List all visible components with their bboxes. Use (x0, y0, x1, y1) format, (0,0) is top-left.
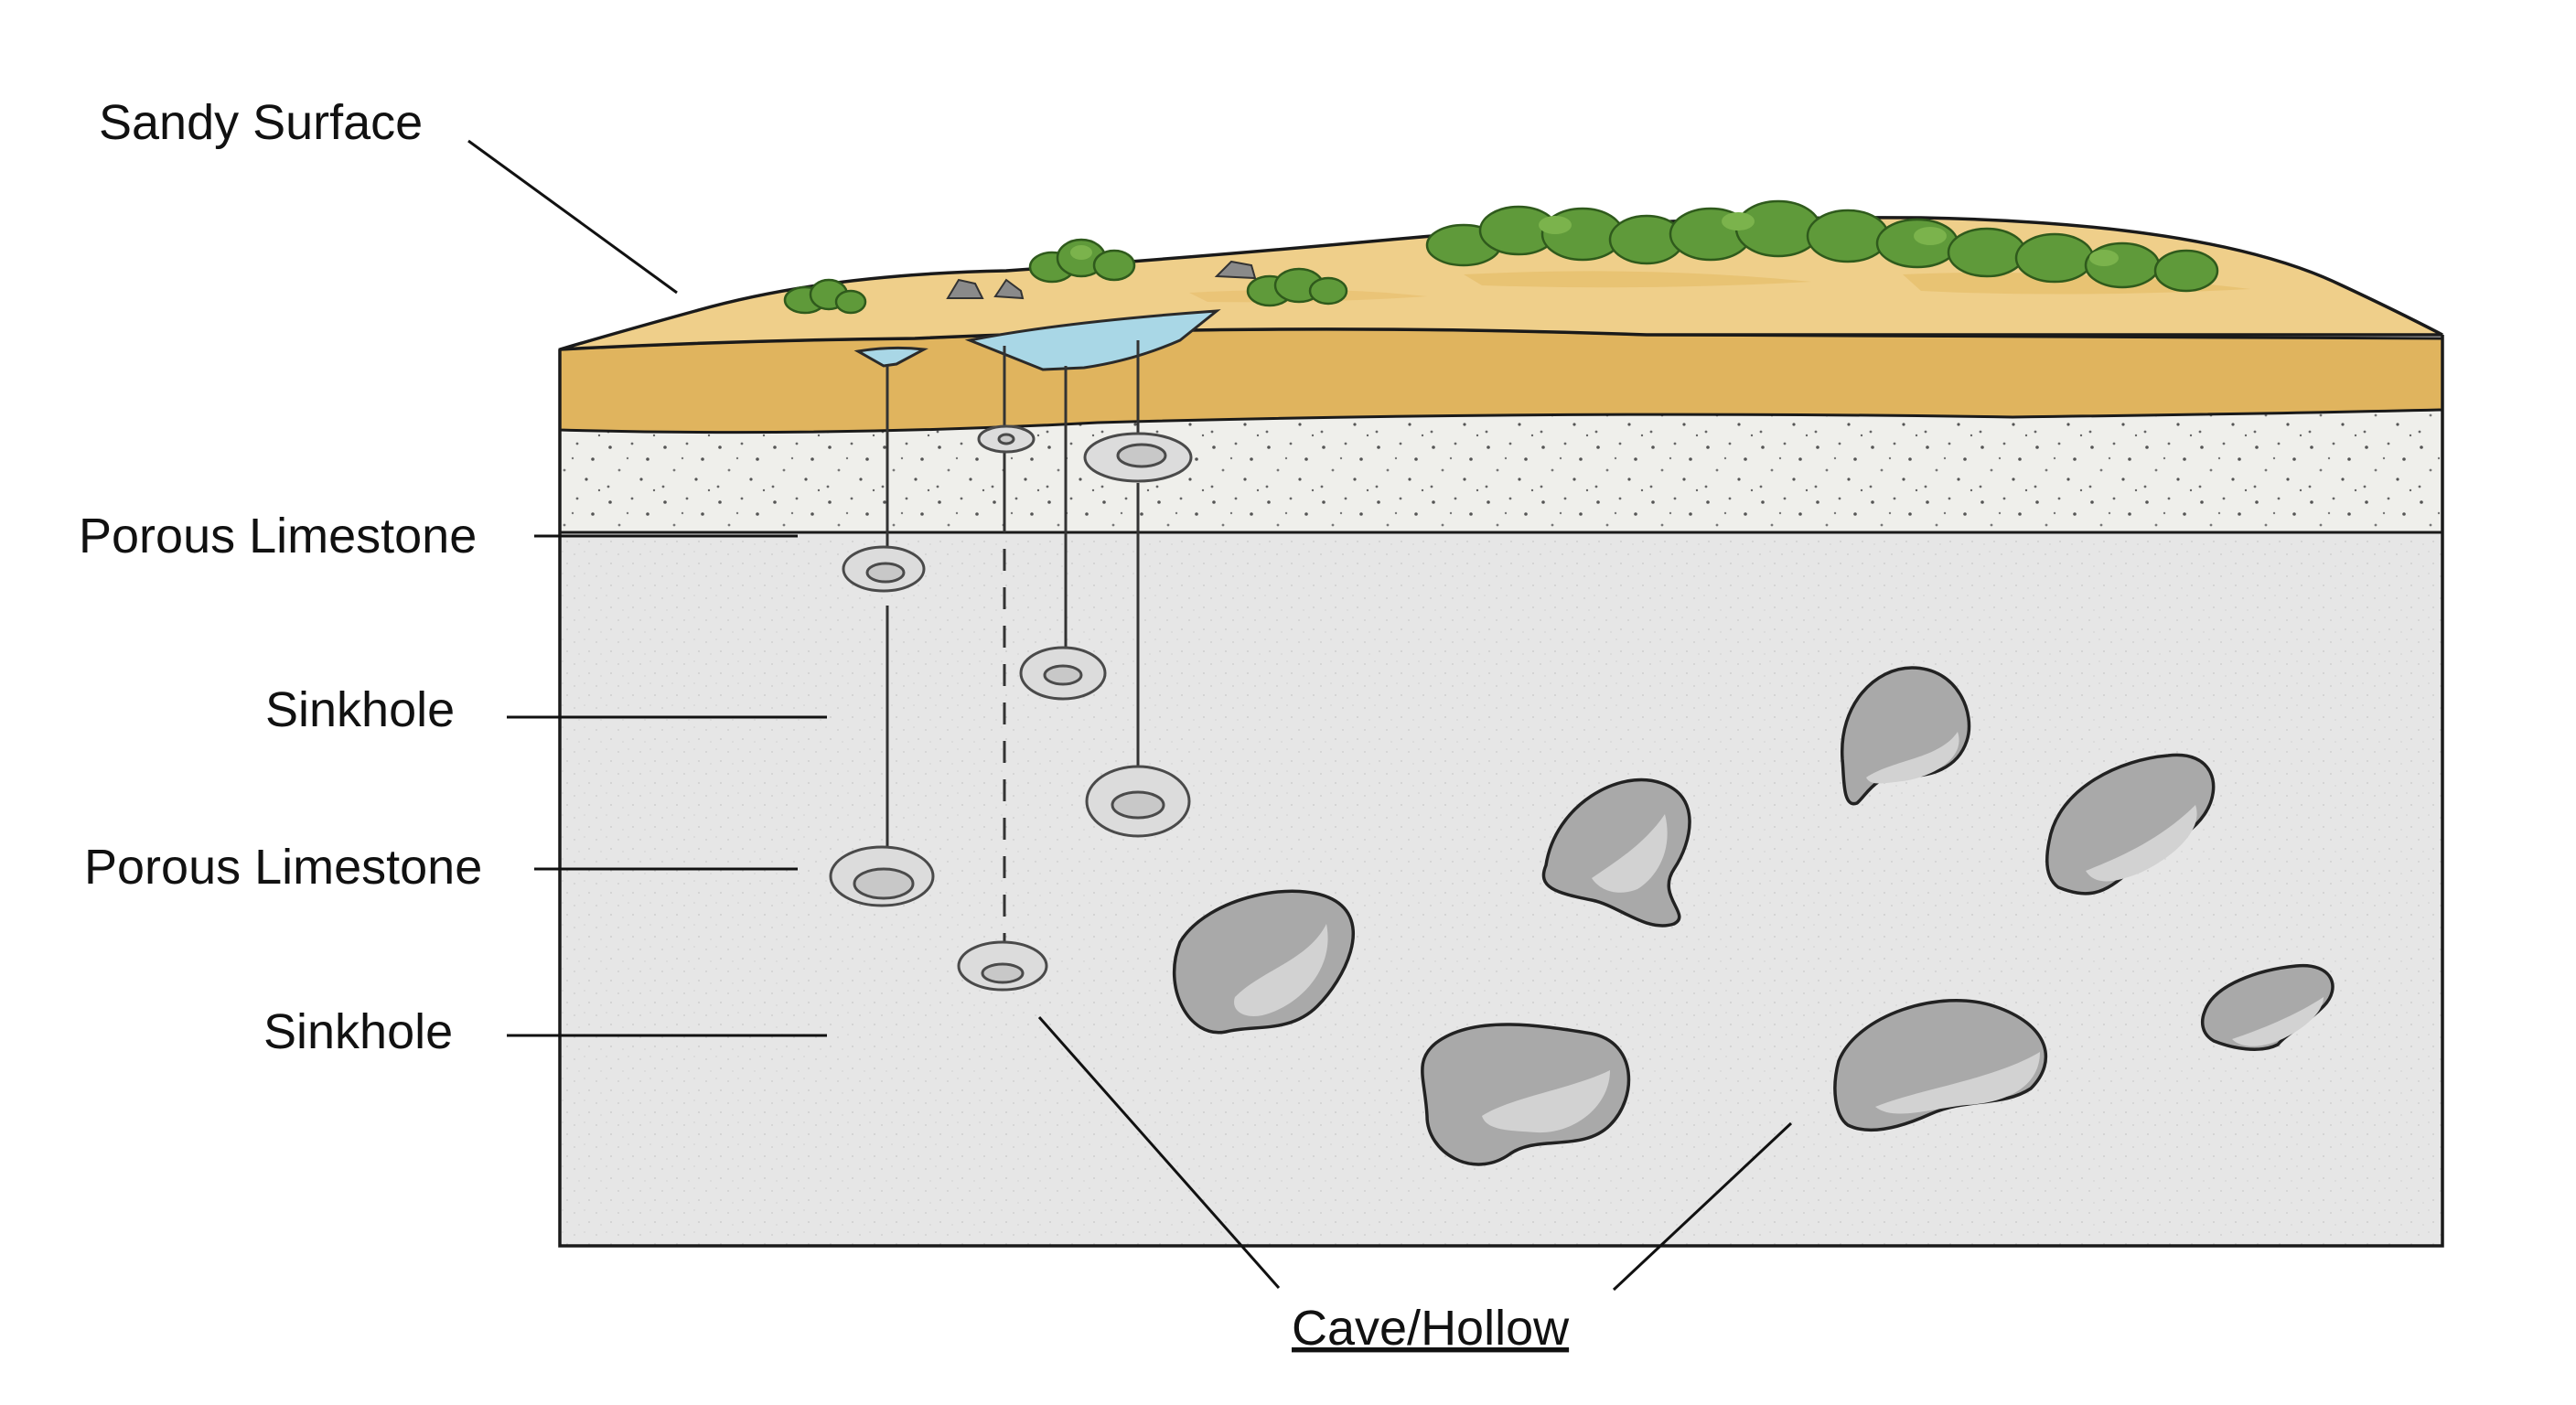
label-sinkhole-lower: Sinkhole (263, 1004, 453, 1059)
limestone-layer (560, 532, 2442, 1246)
cave-hollow-4 (1841, 666, 1971, 806)
shrub-cluster-ridge (1425, 199, 2219, 293)
cave-hollow-2 (1421, 1023, 1631, 1166)
cave-hollow-3 (1541, 778, 1691, 928)
block-outline (558, 335, 2444, 1248)
label-sandy-surface: Sandy Surface (99, 95, 423, 150)
label-cave-hollow: Cave/Hollow (1292, 1301, 1570, 1356)
sinkhole-opening-6 (829, 845, 935, 907)
conduits (886, 340, 1140, 942)
cave-hollow-7 (2200, 963, 2334, 1051)
label-porous-limestone-lower: Porous Limestone (84, 840, 482, 895)
label-porous-limestone-upper: Porous Limestone (79, 509, 477, 563)
leader-lines (467, 139, 1793, 1292)
sinkhole-opening-7 (957, 940, 1048, 992)
sinkhole-opening-3 (842, 545, 926, 593)
sinkhole-opening-1 (977, 424, 1036, 454)
label-sinkhole-upper: Sinkhole (265, 682, 455, 737)
leader-cave-hollow-left (1037, 1016, 1281, 1289)
water-pool-large (964, 309, 1221, 371)
cave-hollow-5 (2045, 753, 2216, 896)
sinkhole-opening-2 (1083, 432, 1193, 483)
water-pool-small (853, 346, 928, 368)
cave-hollow-1 (1172, 889, 1355, 1035)
shrub-cluster-mid (1246, 267, 1348, 307)
leader-cave-hollow-right (1612, 1121, 1793, 1292)
sinkhole-opening-4 (1019, 646, 1107, 701)
rocks (946, 260, 1257, 300)
cave-hollow-6 (1833, 999, 2048, 1132)
shrub-cluster-center (1028, 238, 1136, 284)
sinkhole-opening-5 (1085, 765, 1191, 838)
leader-sandy-surface (467, 139, 678, 295)
shrub-cluster-small-left (783, 278, 867, 315)
